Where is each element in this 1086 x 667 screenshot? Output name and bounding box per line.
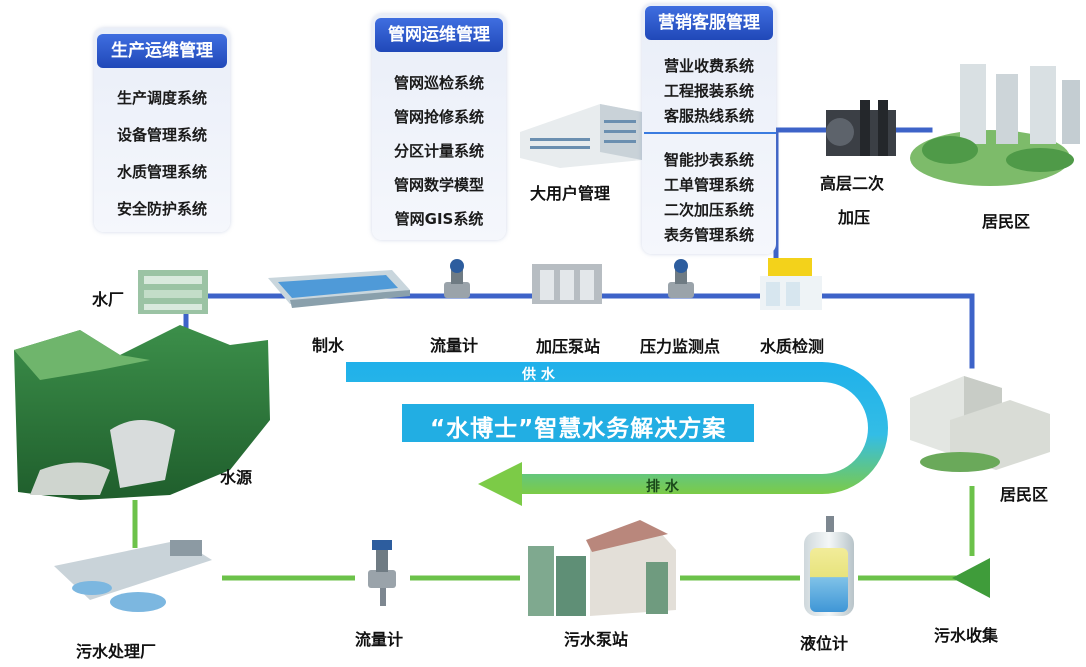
solution-title: “水博士”智慧水务解决方案	[430, 416, 727, 442]
secondary-boost-label-line2: 加压	[838, 208, 871, 227]
secondary-boost-label-line1: 高层二次	[820, 174, 885, 193]
panel-item[interactable]: 生产调度系统	[116, 89, 207, 107]
flow-meter-bottom-label: 流量计	[355, 630, 404, 649]
collection-arrowhead	[952, 558, 990, 598]
marketing-divider	[644, 132, 776, 134]
drain-pipeline	[132, 486, 975, 581]
network-panel-title: 管网运维管理	[375, 18, 503, 52]
booster-station-illustration	[532, 264, 602, 304]
pressure-meter-illustration	[668, 259, 694, 298]
panel-item[interactable]: 工程报装系统	[663, 82, 754, 100]
pressure-point-label: 压力监测点	[640, 337, 721, 356]
water-cycle-band	[346, 362, 888, 494]
panel-item[interactable]: 营业收费系统	[663, 57, 754, 75]
drain-arrowhead	[478, 462, 522, 506]
flow-meter-bottom-illustration	[368, 540, 396, 606]
panel-item[interactable]: 分区计量系统	[393, 142, 484, 160]
level-tank-illustration	[804, 516, 854, 616]
network-panel-list: 管网巡检系统 管网抢修系统 分区计量系统 管网数学模型 管网GIS系统	[372, 66, 506, 236]
large-user-label: 大用户管理	[530, 184, 611, 203]
panel-item[interactable]: 客服热线系统	[663, 107, 754, 125]
water-plant-illustration	[138, 270, 208, 314]
production-panel-list: 生产调度系统 设备管理系统 水质管理系统 安全防护系统	[94, 80, 230, 228]
water-source-label: 水源	[220, 468, 253, 487]
marketing-panel-list-top: 营业收费系统 工程报装系统 客服热线系统	[642, 54, 776, 129]
sewage-plant-illustration	[54, 540, 212, 612]
panel-item[interactable]: 设备管理系统	[116, 126, 207, 144]
panel-item[interactable]: 工单管理系统	[663, 176, 754, 194]
secondary-boost-illustration	[826, 100, 896, 156]
quality-instrument-illustration	[760, 258, 822, 310]
supply-band-label: 供 水	[522, 367, 555, 383]
water-source-illustration	[14, 325, 270, 500]
sewage-pump-label: 污水泵站	[564, 630, 629, 649]
panel-item[interactable]: 水质管理系统	[116, 163, 207, 181]
panel-item[interactable]: 智能抄表系统	[663, 151, 754, 169]
marketing-panel-list-bottom: 智能抄表系统 工单管理系统 二次加压系统 表务管理系统	[642, 148, 776, 248]
flow-meter-top-label: 流量计	[430, 336, 479, 355]
level-meter-label: 液位计	[800, 634, 849, 653]
solution-banner-bg	[402, 404, 754, 442]
residential-top-label: 居民区	[982, 212, 1031, 231]
marketing-panel-title: 营销客服管理	[645, 6, 773, 40]
production-illustration	[268, 270, 410, 308]
panel-item[interactable]: 管网巡检系统	[393, 74, 484, 92]
residential-right-illustration	[910, 376, 1050, 472]
panel-item[interactable]: 安全防护系统	[116, 200, 207, 218]
sewage-collection-label: 污水收集	[934, 626, 999, 645]
panel-item[interactable]: 表务管理系统	[663, 226, 754, 244]
residential-top-illustration	[910, 64, 1080, 186]
sewage-plant-label: 污水处理厂	[76, 642, 157, 661]
water-plant-label: 水厂	[92, 290, 125, 309]
production-label: 制水	[312, 336, 345, 355]
flow-meter-top-illustration	[444, 259, 470, 298]
booster-station-label: 加压泵站	[536, 337, 601, 356]
panel-item[interactable]: 管网GIS系统	[394, 210, 484, 228]
production-panel-title: 生产运维管理	[97, 34, 227, 68]
panel-item[interactable]: 二次加压系统	[663, 201, 754, 219]
sewage-pump-illustration	[528, 520, 676, 616]
panel-item[interactable]: 管网抢修系统	[393, 108, 484, 126]
marketing-panel: 营销客服管理 营业收费系统 工程报装系统 客服热线系统 智能抄表系统 工单管理系…	[642, 4, 776, 254]
large-user-illustration	[520, 104, 642, 168]
residential-right-label: 居民区	[1000, 485, 1049, 504]
network-panel: 管网运维管理 管网巡检系统 管网抢修系统 分区计量系统 管网数学模型 管网GIS…	[372, 14, 506, 240]
panel-item[interactable]: 管网数学模型	[393, 176, 484, 194]
quality-test-label: 水质检测	[760, 337, 825, 356]
production-panel: 生产运维管理 生产调度系统 设备管理系统 水质管理系统 安全防护系统	[94, 28, 230, 232]
drain-band-label: 排 水	[646, 479, 679, 495]
